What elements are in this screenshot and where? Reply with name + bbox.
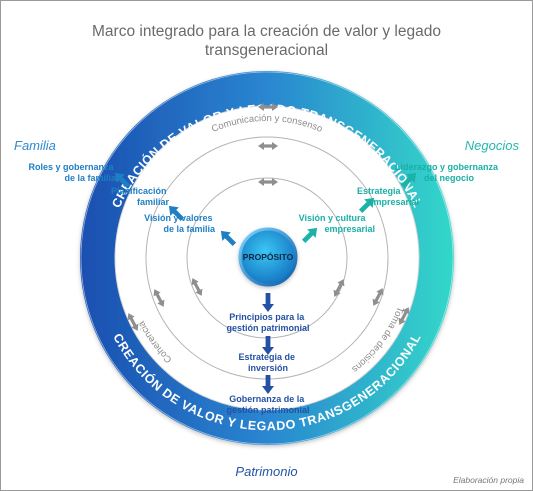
double-arrows [127, 103, 410, 331]
title-line-1: Marco integrado para la creación de valo… [92, 23, 441, 40]
triangle-arrow-icon [400, 172, 417, 189]
double-headed-arrow-icon [258, 103, 278, 111]
purpose-center: PROPÓSITO [238, 227, 298, 287]
family-vision-label: Visión y valores de la familia [144, 213, 216, 234]
double-headed-arrow-icon [258, 142, 278, 150]
wealth-labels: Principios para la gestión patrimonial E… [226, 312, 309, 415]
wealth-governance-label: Gobernanza de la gestión patrimonial [226, 394, 309, 415]
triangle-arrow-icon [262, 336, 274, 355]
title-line-2: transgeneracional [204, 42, 329, 59]
family-arrows [114, 172, 237, 247]
double-headed-arrow-icon [258, 178, 278, 186]
business-leadership-label: Liderazgo y gobernanza del negocio [395, 162, 501, 183]
family-labels: Roles y gobernanza de la familia Planifi… [28, 162, 216, 234]
double-headed-arrow-icon [191, 278, 203, 296]
wealth-arrows [262, 293, 274, 394]
family-governance-label: Roles y gobernanza de la familia [28, 162, 117, 183]
double-headed-arrow-icon [398, 307, 410, 325]
triangle-arrow-icon [114, 172, 131, 189]
wealth-investment-label: Estrategia de inversión [238, 352, 297, 373]
wealth-principles-label: Principios para la gestión patrimonial [226, 312, 309, 333]
double-headed-arrow-icon [333, 279, 345, 297]
business-labels: Liderazgo y gobernanza del negocio Estra… [299, 162, 501, 234]
double-headed-arrow-icon [127, 313, 139, 331]
business-strategy-label: Estrategia empresarial [357, 186, 419, 207]
triangle-arrow-icon [358, 197, 375, 214]
business-corner-label: Negocios [464, 138, 519, 153]
family-corner-label: Familia [14, 138, 56, 153]
source-credit: Elaboración propia [453, 475, 524, 485]
family-planning-label: Planificación familiar [111, 186, 170, 207]
triangle-arrow-icon [262, 293, 274, 312]
double-headed-arrow-icon [153, 289, 165, 307]
triangle-arrow-icon [168, 205, 185, 222]
double-headed-arrow-icon [372, 288, 384, 306]
business-vision-label: Visión y cultura empresarial [299, 213, 375, 234]
triangle-arrow-icon [262, 375, 274, 394]
triangle-arrow-icon [301, 227, 318, 244]
triangle-arrow-icon [220, 230, 237, 247]
purpose-label: PROPÓSITO [243, 251, 294, 262]
diagram-title: Marco integrado para la creación de valo… [40, 22, 493, 60]
wealth-corner-label: Patrimonio [235, 464, 298, 479]
business-arrows [301, 172, 417, 244]
